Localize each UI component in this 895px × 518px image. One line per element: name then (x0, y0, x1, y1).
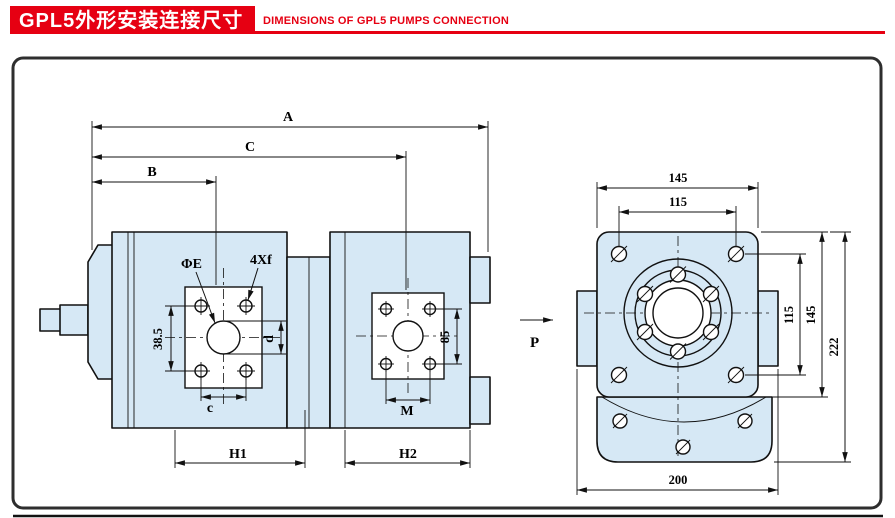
dim-c: c (200, 378, 247, 416)
dim-label-H2: H2 (399, 447, 417, 462)
dim-4xf: 4Xf (247, 253, 272, 301)
lower-housing-holes (612, 413, 753, 455)
dim-B: B (92, 165, 217, 285)
dim-label-4xf: 4Xf (250, 253, 272, 268)
dim-d: d (226, 320, 286, 355)
page-title-cn: GPL5外形安装连接尺寸 (19, 10, 244, 32)
center-bore-front (623, 258, 733, 368)
dim-label-145-top: 145 (669, 171, 688, 185)
dim-phiE: ΦE (181, 257, 216, 324)
mounting-plate-1 (165, 268, 282, 405)
front-view: 145 115 115 145 (576, 171, 851, 495)
gear-chamber-arc (601, 396, 767, 423)
dim-A: A (91, 110, 489, 252)
dim-C: C (92, 140, 407, 290)
port-boss-right (757, 290, 779, 367)
dim-115-top: 115 (618, 195, 737, 246)
flange-bolt-circle (636, 266, 720, 360)
dim-H1: H1 (174, 410, 306, 468)
lower-housing (596, 396, 773, 463)
dim-label-200: 200 (669, 473, 688, 487)
rear-ear-bottom (469, 376, 491, 425)
dim-label-phiE: ΦE (181, 257, 202, 272)
dim-label-85: 85 (438, 331, 452, 344)
dim-115-right: 115 (745, 253, 806, 376)
spacer-section (286, 256, 331, 429)
bolt-holes-1 (192, 297, 255, 380)
dim-200-bottom: 200 (576, 369, 779, 495)
dim-label-C: C (245, 140, 255, 155)
side-view: A C B ΦE 4Xf (39, 110, 553, 468)
dim-label-222: 222 (827, 338, 841, 357)
header-divider (10, 31, 885, 34)
dim-38-5: 38.5 (151, 305, 194, 372)
dim-M: M (385, 371, 431, 419)
corner-bolt-holes (610, 245, 745, 384)
dim-label-B: B (147, 165, 156, 180)
bolt-holes-2 (378, 301, 438, 372)
dim-label-A: A (283, 110, 294, 125)
rear-ear-top (469, 256, 491, 304)
dim-label-P: P (530, 335, 539, 351)
center-bore-2 (392, 320, 424, 352)
page-title-en: DIMENSIONS OF GPL5 PUMPS CONNECTION (263, 15, 509, 27)
dim-label-115-top: 115 (669, 195, 687, 209)
dim-145-top: 145 (596, 171, 759, 228)
mounting-plate-2 (356, 278, 460, 394)
dim-label-d: d (262, 335, 277, 343)
dim-label-38-5: 38.5 (151, 328, 165, 350)
dim-label-115-right: 115 (782, 306, 796, 324)
dim-145-right: 145 (761, 231, 828, 398)
dim-label-c: c (207, 401, 213, 416)
dim-85: 85 (436, 308, 462, 365)
dim-label-145-right: 145 (804, 306, 818, 325)
dim-label-H1: H1 (229, 447, 247, 462)
port-P: P (520, 317, 553, 351)
shaft-end (39, 308, 63, 332)
dim-H2: H2 (344, 430, 471, 468)
front-flange (87, 244, 115, 380)
dim-222-right: 222 (774, 231, 851, 463)
shaft (59, 304, 89, 336)
title-band: GPL5外形安装连接尺寸 (10, 6, 256, 32)
port-boss-left (576, 290, 598, 367)
center-bore-1 (206, 320, 241, 355)
dim-label-M: M (400, 404, 413, 419)
